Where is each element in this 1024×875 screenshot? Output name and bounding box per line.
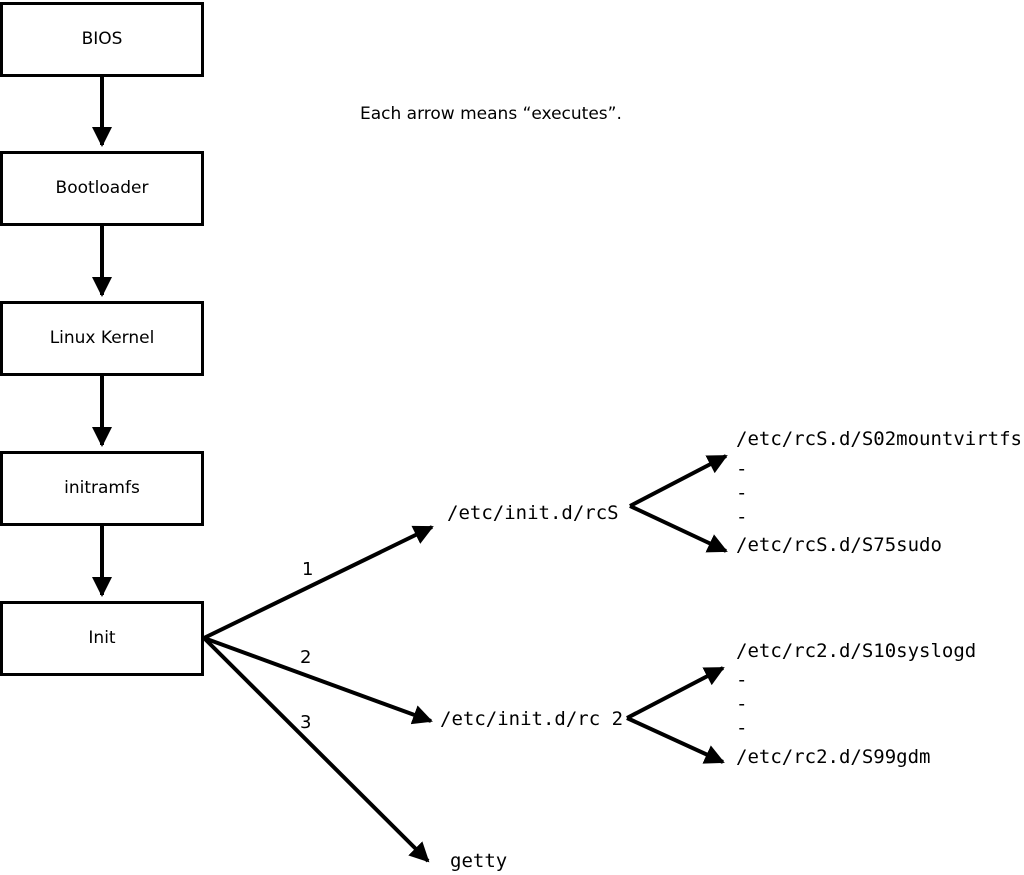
arrow-init-to-rcs [203, 525, 434, 640]
branch-number-2: 2 [300, 647, 312, 668]
label-rc2-first-script[interactable]: /etc/rc2.d/S10syslogd [736, 640, 977, 662]
flow-box-label: Linux Kernel [49, 328, 155, 348]
arrow-rcs-to-first-script [629, 454, 728, 508]
flow-box-init[interactable]: Init [0, 601, 204, 676]
arrow-init-to-getty [202, 636, 430, 863]
flow-box-label: BIOS [81, 29, 123, 49]
flow-box-linux-kernel[interactable]: Linux Kernel [0, 301, 204, 376]
flow-box-bootloader[interactable]: Bootloader [0, 151, 204, 226]
rc2-ellipsis-dash-2: - [736, 693, 748, 715]
arrow-init-to-rc2 [203, 636, 433, 725]
flow-box-label: initramfs [64, 478, 140, 498]
flow-box-label: Bootloader [55, 178, 149, 198]
label-init-d-rcs[interactable]: /etc/init.d/rcS [447, 502, 619, 524]
arrow-rcs-to-last-script [629, 504, 728, 553]
label-rcs-first-script[interactable]: /etc/rcS.d/S02mountvirtfs [736, 428, 1022, 450]
rc2-ellipsis-dash-3: - [736, 717, 748, 739]
rcs-ellipsis-dash-2: - [736, 482, 748, 504]
rcs-ellipsis-dash-1: - [736, 458, 748, 480]
label-rc2-last-script[interactable]: /etc/rc2.d/S99gdm [736, 746, 931, 768]
rc2-ellipsis-dash-1: - [736, 669, 748, 691]
arrow-rc2-to-last-script [626, 716, 725, 764]
flow-box-bios[interactable]: BIOS [0, 2, 204, 77]
flow-box-initramfs[interactable]: initramfs [0, 451, 204, 526]
rcs-ellipsis-dash-3: - [736, 506, 748, 528]
label-getty[interactable]: getty [450, 850, 508, 872]
arrow-rc2-to-first-script [626, 666, 725, 720]
branch-number-1: 1 [302, 559, 314, 580]
label-init-d-rc2[interactable]: /etc/init.d/rc 2 [440, 708, 624, 730]
flow-box-label: Init [88, 628, 116, 648]
legend-note: Each arrow means “executes”. [360, 104, 622, 124]
label-rcs-last-script[interactable]: /etc/rcS.d/S75sudo [736, 534, 942, 556]
branch-number-3: 3 [300, 712, 312, 733]
